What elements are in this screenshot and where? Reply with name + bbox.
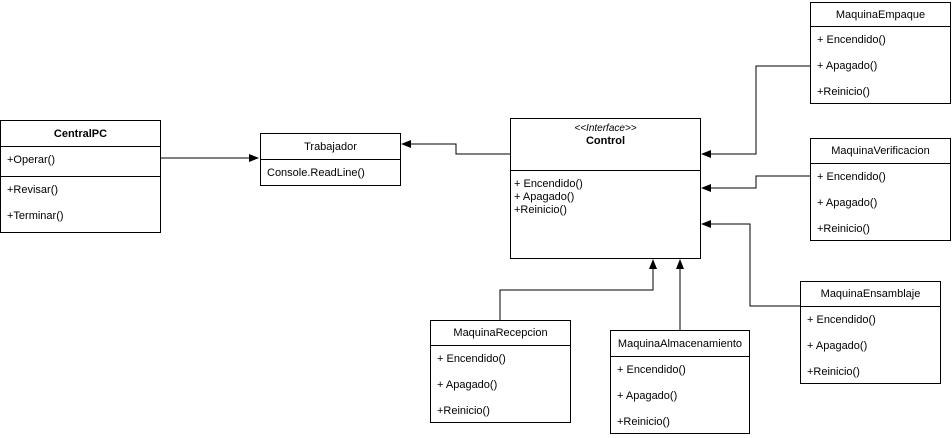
- class-name: Trabajador: [261, 134, 400, 160]
- method: + Encendido(): [817, 171, 886, 183]
- method: +Revisar(): [7, 184, 59, 196]
- edge-ensamblaje-control: [701, 220, 800, 307]
- class-maquina-almacenamiento[interactable]: MaquinaAlmacenamiento + Encendido() + Ap…: [610, 330, 750, 434]
- class-central-pc[interactable]: CentralPC +Operar() +Revisar() +Terminar…: [0, 120, 161, 233]
- method: +Reinicio(): [617, 416, 670, 428]
- class-section-operations: + Encendido() + Apagado() +Reinicio(): [801, 307, 940, 385]
- method: + Apagado(): [807, 340, 868, 352]
- class-name: MaquinaAlmacenamiento: [611, 331, 749, 357]
- method: +Reinicio(): [817, 223, 870, 235]
- class-maquina-empaque[interactable]: MaquinaEmpaque + Encendido() + Apagado()…: [810, 2, 951, 104]
- class-name: Control: [585, 135, 626, 147]
- class-header: <<Interface>> Control: [511, 119, 700, 171]
- method: + Apagado(): [514, 191, 575, 203]
- method: + Encendido(): [514, 178, 583, 190]
- edge-empaque-control: [701, 65, 810, 158]
- method: +Reinicio(): [817, 86, 870, 98]
- class-section-operations: + Encendido() + Apagado() +Reinicio(): [811, 164, 950, 242]
- edge-recepcion-control: [499, 259, 657, 320]
- method: + Apagado(): [617, 390, 678, 402]
- member: Console.ReadLine(): [267, 167, 365, 179]
- method: + Apagado(): [817, 197, 878, 209]
- method: + Encendido(): [617, 364, 686, 376]
- class-section-operations: + Encendido() + Apagado() +Reinicio(): [811, 27, 950, 105]
- edge-control-trabajador: [401, 140, 510, 155]
- stereotype: <<Interface>>: [574, 123, 637, 134]
- class-name: MaquinaEmpaque: [811, 3, 950, 27]
- method: +Reinicio(): [437, 405, 490, 417]
- edge-verificacion-control: [701, 175, 810, 192]
- method: +Terminar(): [7, 210, 64, 222]
- class-maquina-verificacion[interactable]: MaquinaVerificacion + Encendido() + Apag…: [810, 138, 951, 241]
- method: + Encendido(): [817, 34, 886, 46]
- method: +Reinicio(): [807, 366, 860, 378]
- class-section-members: Console.ReadLine(): [261, 160, 400, 186]
- class-section-operations: +Operar(): [1, 147, 160, 177]
- method: + Apagado(): [817, 60, 878, 72]
- method: +Reinicio(): [514, 204, 567, 216]
- class-name: CentralPC: [1, 121, 160, 147]
- class-maquina-recepcion[interactable]: MaquinaRecepcion + Encendido() + Apagado…: [430, 320, 571, 423]
- method: + Encendido(): [437, 353, 506, 365]
- class-control[interactable]: <<Interface>> Control + Encendido() + Ap…: [510, 118, 701, 259]
- class-name: MaquinaEnsamblaje: [801, 282, 940, 307]
- class-name: MaquinaVerificacion: [811, 139, 950, 164]
- method: + Encendido(): [807, 314, 876, 326]
- class-section-operations: +Revisar() +Terminar(): [1, 177, 160, 229]
- method: + Apagado(): [437, 379, 498, 391]
- class-section-operations: + Encendido() + Apagado() +Reinicio(): [611, 357, 749, 435]
- class-section-operations: + Encendido() + Apagado() +Reinicio(): [511, 171, 700, 217]
- class-name: MaquinaRecepcion: [431, 321, 570, 346]
- method: +Operar(): [7, 154, 55, 166]
- class-trabajador[interactable]: Trabajador Console.ReadLine(): [260, 133, 401, 186]
- class-section-operations: + Encendido() + Apagado() +Reinicio(): [431, 346, 570, 424]
- class-maquina-ensamblaje[interactable]: MaquinaEnsamblaje + Encendido() + Apagad…: [800, 281, 941, 384]
